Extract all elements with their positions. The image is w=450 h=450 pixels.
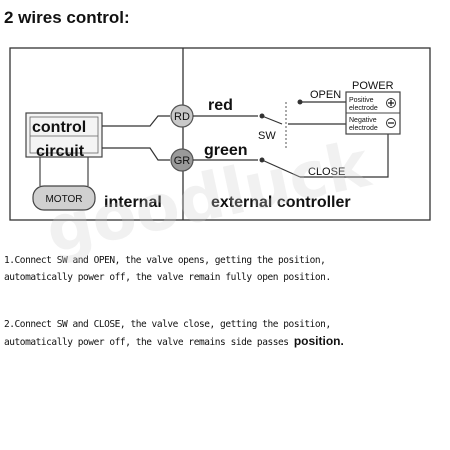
note-1-line-1: 1.Connect SW and OPEN, the valve opens, … xyxy=(4,255,326,266)
instruction-note-2: 2.Connect SW and CLOSE, the valve close,… xyxy=(4,316,448,351)
switch-label: SW xyxy=(258,130,276,142)
green-wire-label: green xyxy=(204,142,248,159)
instruction-note-1: 1.Connect SW and OPEN, the valve opens, … xyxy=(4,252,448,286)
positive-terminal-icon xyxy=(386,98,396,108)
switch-blade xyxy=(261,115,283,125)
positive-electrode-label-1: Positive xyxy=(349,97,374,104)
external-controller-label: external controller xyxy=(211,194,351,211)
rd-terminal-label: RD xyxy=(174,111,190,123)
close-blade xyxy=(261,159,301,178)
page-title: 2 wires control: xyxy=(4,8,130,27)
control-circuit-inner-frame xyxy=(29,116,99,154)
gr-terminal-label: GR xyxy=(174,155,191,167)
note-2-line-1: 2.Connect SW and CLOSE, the valve close,… xyxy=(4,319,331,330)
internal-label: internal xyxy=(104,194,162,211)
green-wire-internal xyxy=(102,147,170,161)
power-label: POWER xyxy=(352,80,394,92)
negative-electrode-label-1: Negative xyxy=(349,117,377,124)
control-circuit-block xyxy=(25,112,103,158)
red-wire-label: red xyxy=(208,97,233,114)
control-label: control xyxy=(32,119,86,136)
note-2-line-2-text: automatically power off, the valve remai… xyxy=(4,337,294,348)
note-2-line-2: automatically power off, the valve remai… xyxy=(4,333,448,351)
negative-terminal-icon xyxy=(386,118,396,128)
diagram-frame xyxy=(9,47,431,221)
circuit-label: circuit xyxy=(36,143,85,160)
motor-label: MOTOR xyxy=(45,194,82,205)
close-label: CLOSE xyxy=(308,166,345,178)
note-1-line-2: automatically power off, the valve remai… xyxy=(4,272,331,283)
close-wire xyxy=(300,133,389,178)
open-label: OPEN xyxy=(310,89,341,101)
motor-body xyxy=(32,185,96,211)
negative-electrode-label-2: electrode xyxy=(349,125,378,132)
red-wire-internal xyxy=(102,115,170,127)
note-2-line-2-end: position. xyxy=(293,334,344,348)
positive-electrode-label-2: electrode xyxy=(349,105,378,112)
